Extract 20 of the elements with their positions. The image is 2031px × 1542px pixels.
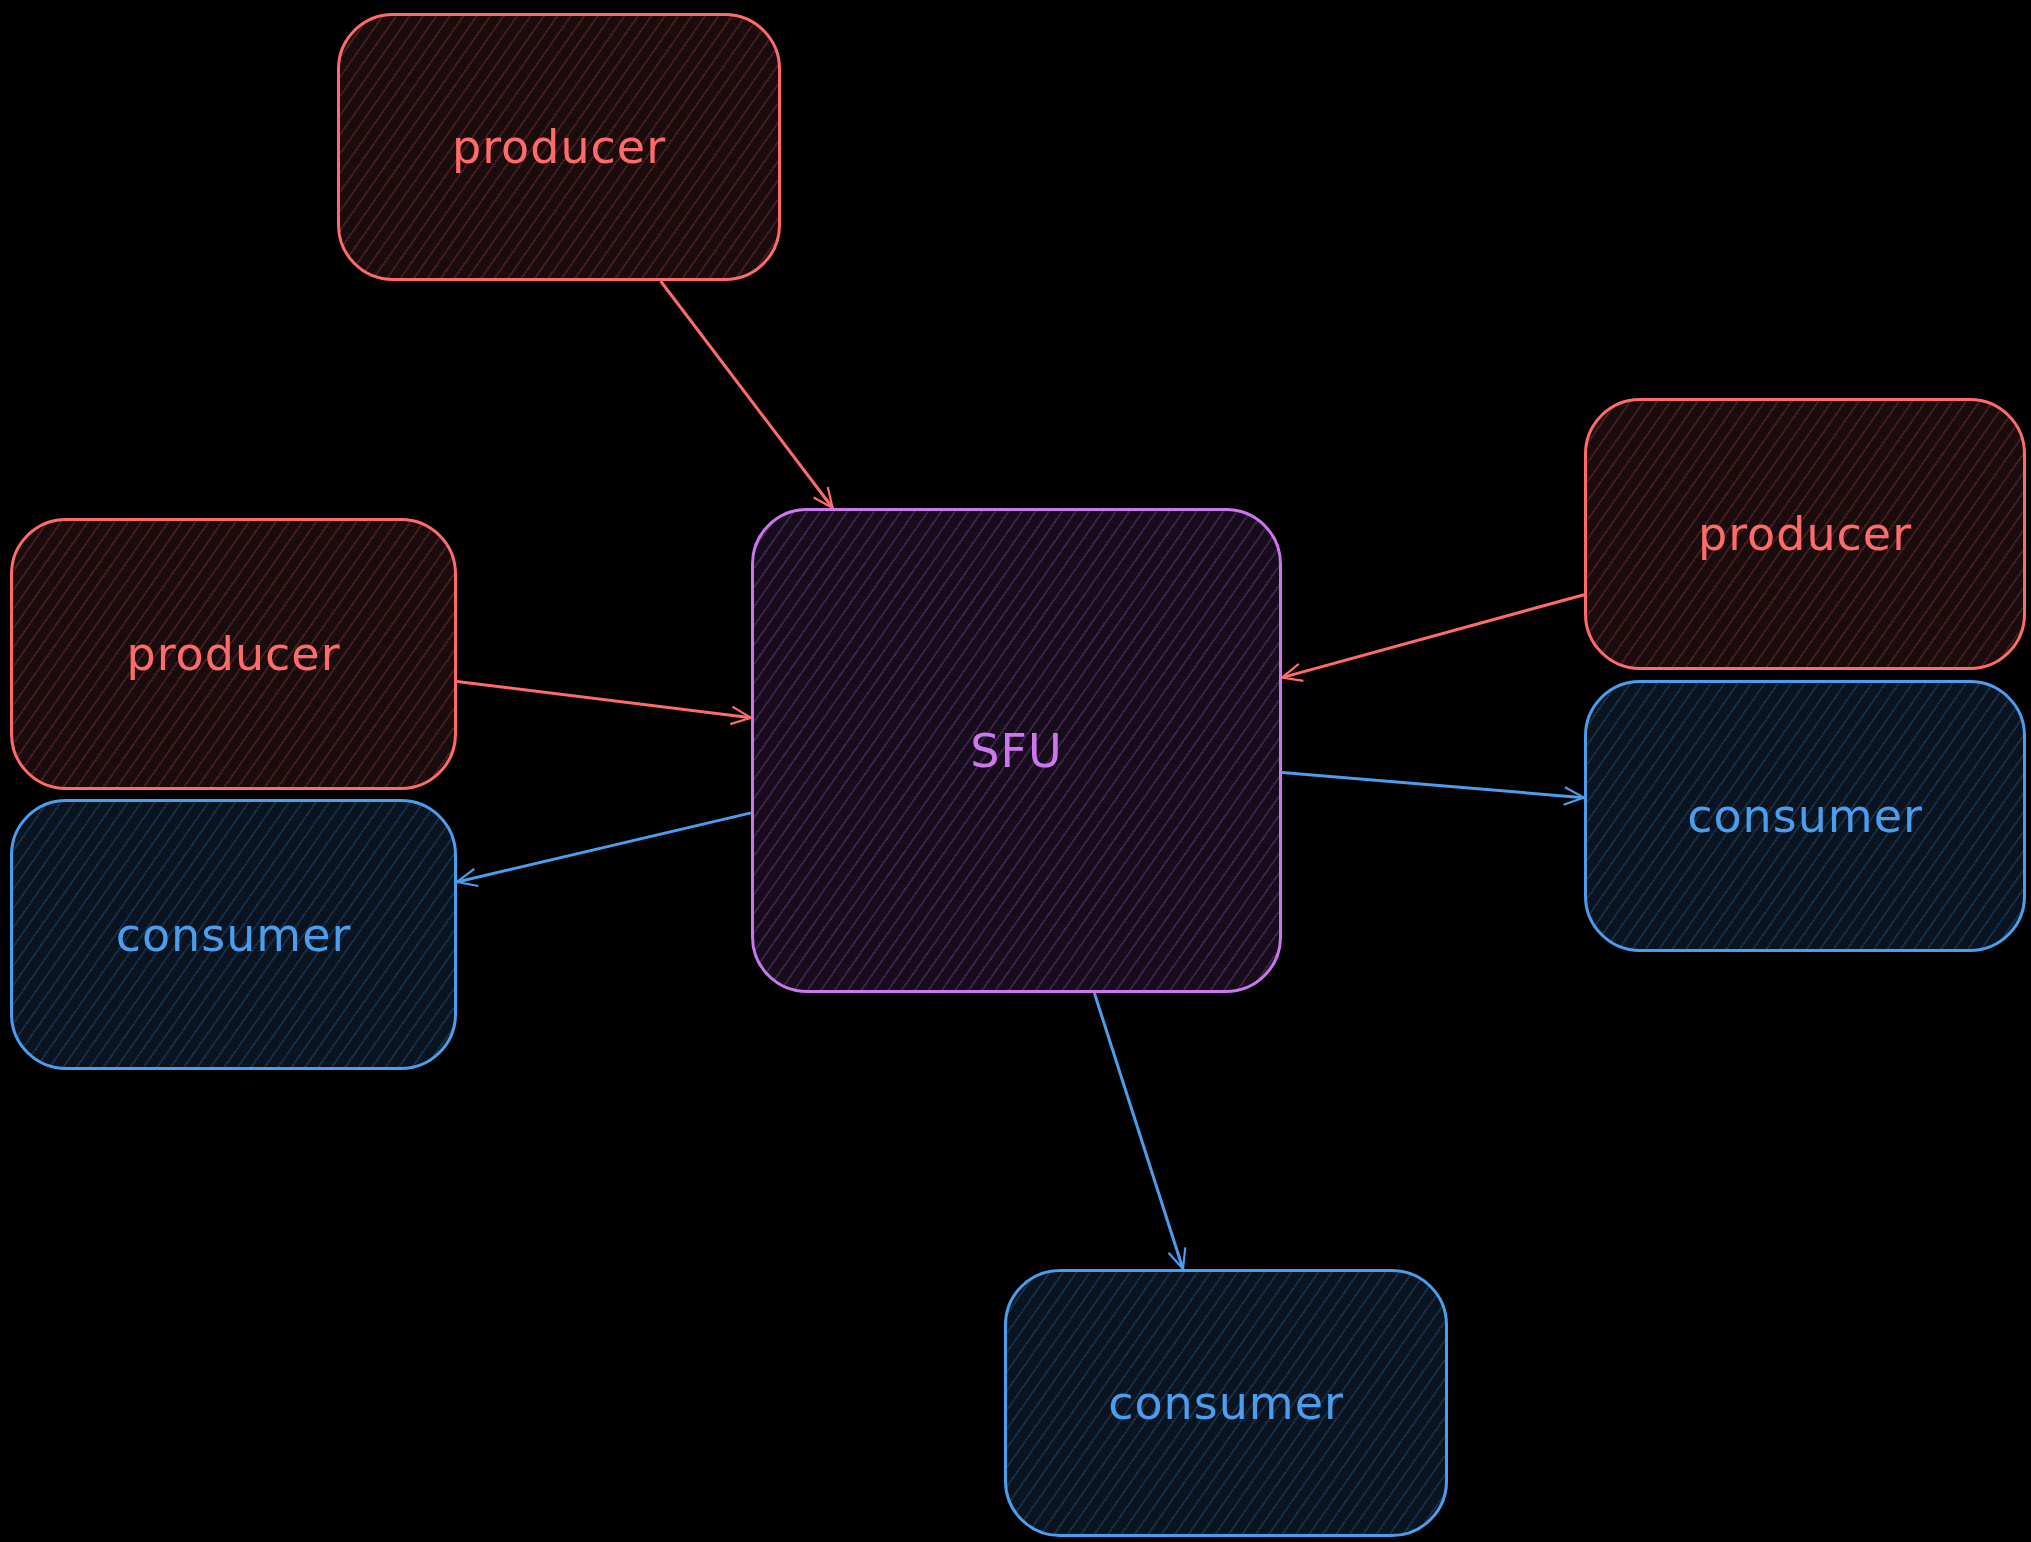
rounded-box <box>751 508 1282 993</box>
rounded-box <box>1584 398 2026 670</box>
arrow <box>455 811 752 888</box>
arrow <box>1092 992 1187 1271</box>
rounded-box <box>337 13 781 281</box>
arrow <box>1280 593 1585 682</box>
node-label: consumer <box>115 907 352 962</box>
node-label: consumer <box>1108 1376 1344 1430</box>
node-label: consumer <box>1687 789 1923 843</box>
arrow <box>456 680 753 726</box>
node-label: producer <box>451 120 667 174</box>
arrow <box>659 280 834 510</box>
rounded-box <box>1004 1269 1448 1537</box>
node-label: SFU <box>970 723 1063 778</box>
rounded-box <box>10 799 457 1070</box>
rounded-box <box>1584 680 2026 952</box>
arrow <box>1281 771 1586 806</box>
rounded-box <box>10 518 457 790</box>
node-label: producer <box>126 627 341 681</box>
node-label: producer <box>1697 507 1913 561</box>
